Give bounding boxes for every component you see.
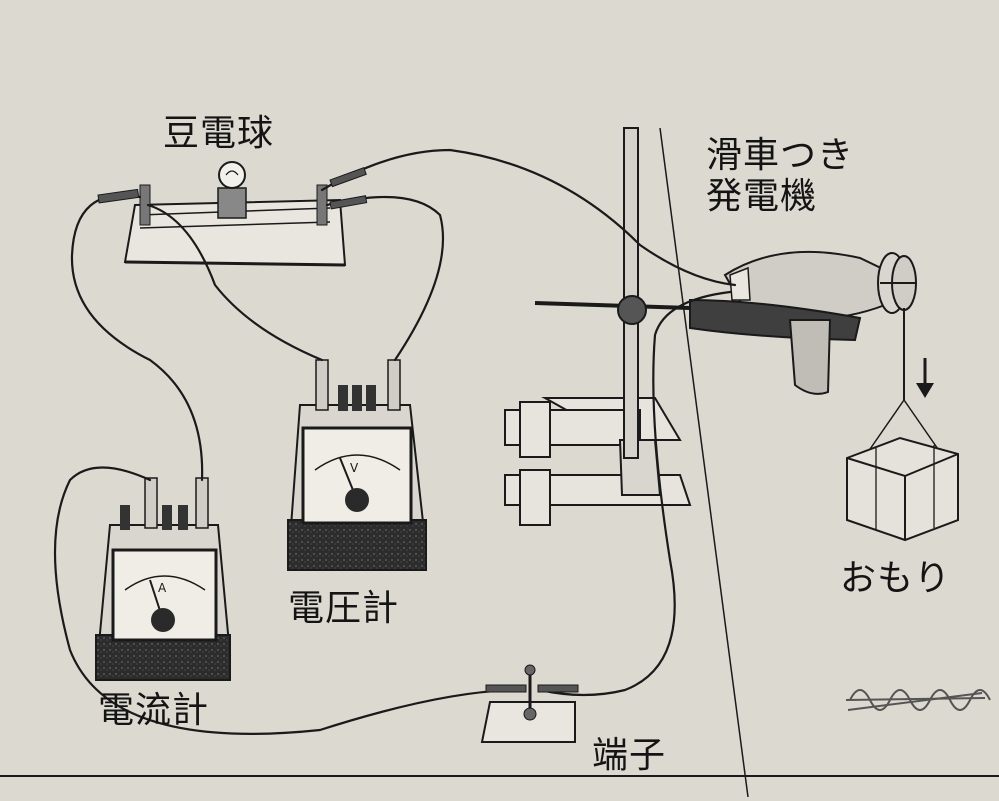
- voltmeter-device: [287, 359, 427, 571]
- wire-lamp-to-voltmeter: [146, 203, 324, 362]
- weight-label: おもり: [840, 558, 952, 599]
- wire-ammeter-to-terminal: [53, 466, 522, 735]
- generator-device: [689, 250, 886, 395]
- generator-label: 滑車つき 発電機: [706, 135, 854, 218]
- weight-box: [846, 436, 959, 542]
- voltmeter-letter: V: [350, 461, 359, 475]
- generator-label-line2: 発電機: [706, 176, 818, 218]
- bulb-icon: [217, 161, 247, 219]
- ammeter-label: 電流計: [98, 690, 210, 731]
- wire-generator-to-terminal: [538, 290, 732, 697]
- terminal-block: [480, 664, 576, 743]
- ammeter-letter: A: [158, 581, 167, 595]
- voltmeter-label: 電圧計: [288, 588, 400, 629]
- page-fold-line: [659, 127, 749, 798]
- wire-lamp-to-ammeter: [70, 194, 204, 482]
- wires: [53, 148, 737, 735]
- pulley-icon: [877, 252, 917, 314]
- lab-stand: [504, 127, 692, 526]
- ammeter-device: [95, 477, 232, 681]
- lamp-label: 豆電球: [163, 113, 275, 154]
- wire-lamp-right-to-voltmeter: [325, 195, 445, 362]
- generator-label-line1: 滑車つき: [706, 135, 855, 176]
- terminal-label: 端子: [592, 735, 667, 776]
- wire-lamp-to-generator: [320, 148, 737, 287]
- wire-clips: [97, 167, 579, 693]
- scribble-mark: [845, 689, 991, 711]
- down-arrow-icon: [916, 358, 934, 398]
